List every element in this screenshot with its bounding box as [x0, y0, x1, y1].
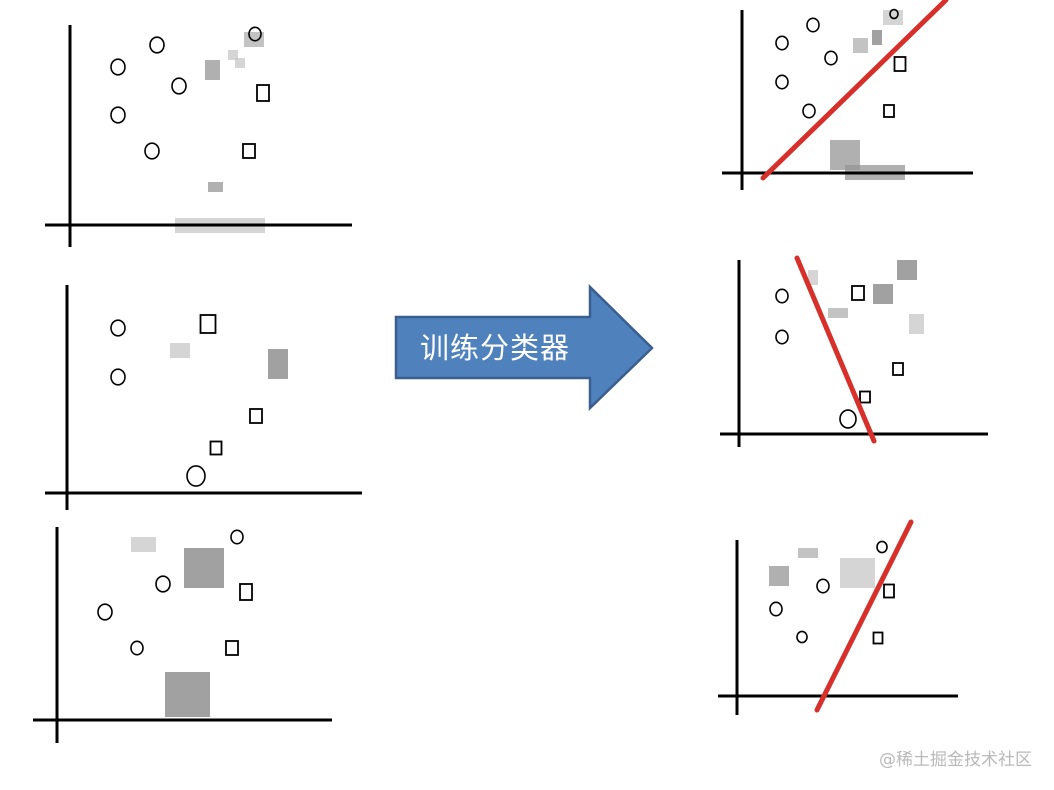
circle-point-icon — [889, 8, 899, 20]
circle-point-icon — [171, 77, 187, 95]
scatter-panel-input-2 — [45, 285, 362, 510]
circle-point-icon — [110, 58, 126, 76]
circle-point-icon — [775, 329, 789, 345]
square-point-icon — [256, 84, 270, 102]
noise-blob — [184, 548, 224, 588]
circle-point-icon — [110, 319, 126, 337]
circle-point-icon — [144, 142, 160, 160]
square-point-icon — [239, 583, 253, 601]
noise-blob — [268, 349, 288, 379]
square-point-icon — [199, 314, 217, 334]
square-point-icon — [209, 440, 223, 456]
right-arrow-icon — [394, 284, 654, 411]
noise-blob — [853, 38, 868, 53]
circle-point-icon — [186, 465, 206, 487]
noise-blob — [208, 182, 223, 192]
square-point-icon — [872, 631, 884, 645]
noise-blob — [205, 60, 220, 80]
noise-blob — [228, 50, 238, 60]
scatter-panels — [33, 0, 988, 743]
circle-point-icon — [149, 36, 165, 54]
train-classifier-arrow — [394, 284, 654, 411]
circle-point-icon — [248, 26, 262, 42]
circle-point-icon — [816, 578, 830, 594]
noise-blob — [830, 140, 860, 170]
noise-blob — [883, 10, 903, 25]
noise-blob — [769, 566, 789, 586]
circle-point-icon — [110, 106, 126, 124]
circle-point-icon — [876, 540, 888, 554]
circle-point-icon — [802, 103, 816, 119]
noise-blob — [873, 284, 893, 304]
square-point-icon — [225, 640, 239, 656]
scatter-panel-input-3 — [33, 527, 332, 743]
square-point-icon — [859, 390, 871, 404]
scatter-panel-output-2 — [720, 255, 988, 447]
circle-point-icon — [130, 640, 144, 656]
circle-point-icon — [97, 603, 113, 621]
square-point-icon — [893, 56, 907, 72]
scatter-panel-input-1 — [45, 25, 352, 247]
circle-point-icon — [806, 17, 820, 33]
decision-boundary-line — [760, 0, 949, 181]
noise-blob — [131, 537, 156, 552]
square-point-icon — [249, 408, 263, 424]
square-point-icon — [883, 583, 895, 599]
circle-point-icon — [769, 601, 783, 617]
decision-boundary-line — [814, 519, 914, 713]
circle-point-icon — [824, 50, 838, 66]
scatter-panel-output-3 — [718, 519, 958, 715]
square-point-icon — [883, 104, 895, 118]
noise-blob — [840, 558, 875, 588]
circle-point-icon — [775, 288, 789, 304]
circle-point-icon — [839, 409, 857, 429]
square-point-icon — [892, 362, 904, 376]
decision-boundary-line — [794, 255, 877, 444]
circle-point-icon — [796, 630, 808, 644]
noise-blob — [808, 270, 818, 285]
watermark: @稀土掘金技术社区 — [879, 750, 1032, 770]
noise-blob — [798, 548, 818, 558]
noise-blob — [897, 260, 917, 280]
noise-blob — [828, 308, 848, 318]
noise-blob — [235, 58, 245, 68]
noise-blob — [909, 314, 924, 334]
noise-blob — [872, 30, 882, 45]
arrow-label: 训练分类器 — [419, 331, 570, 365]
scatter-panel-output-1 — [722, 0, 973, 190]
noise-blob — [170, 343, 190, 358]
circle-point-icon — [155, 575, 171, 593]
square-point-icon — [242, 143, 256, 159]
circle-point-icon — [110, 368, 126, 386]
noise-blob — [165, 672, 210, 717]
circle-point-icon — [775, 74, 789, 90]
circle-point-icon — [230, 529, 244, 545]
circle-point-icon — [775, 35, 789, 51]
square-point-icon — [851, 285, 865, 301]
